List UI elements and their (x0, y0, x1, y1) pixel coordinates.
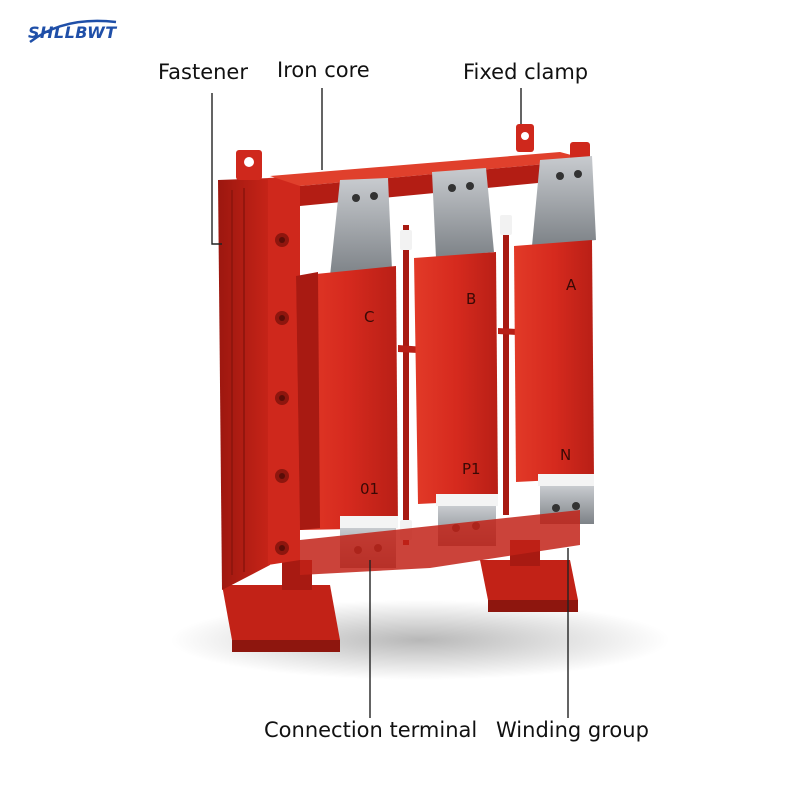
top-terminals (330, 156, 596, 276)
fastener-bolts (275, 233, 289, 555)
iron-core-bottom (300, 510, 580, 575)
base-feet (222, 540, 578, 652)
side-frame (218, 176, 300, 590)
callout-iron-core: Iron core (277, 58, 370, 82)
leader-lines (211, 88, 569, 718)
callout-connection-terminal: Connection terminal (264, 718, 478, 742)
coil-b (414, 252, 498, 506)
coil-c-bottom-label: 01 (360, 480, 379, 498)
logo-swoosh-icon (29, 19, 117, 43)
callout-fixed-clamp: Fixed clamp (463, 60, 589, 84)
brand-logo-text: SHLLBWT (28, 23, 117, 42)
coil-b-bottom-label: P1 (462, 460, 481, 478)
coil-a (514, 240, 594, 486)
coil-b-top-label: B (466, 290, 476, 308)
coil-a-bottom-label: N (560, 446, 571, 464)
fastener-leader-line (211, 93, 222, 245)
coil-c-top-label: C (364, 308, 374, 326)
callout-fastener: Fastener (158, 60, 248, 84)
coil-c (296, 266, 398, 530)
callout-winding-group: Winding group (496, 718, 649, 742)
brand-logo: SHLLBWT (28, 19, 117, 43)
coil-a-top-label: A (566, 276, 577, 294)
